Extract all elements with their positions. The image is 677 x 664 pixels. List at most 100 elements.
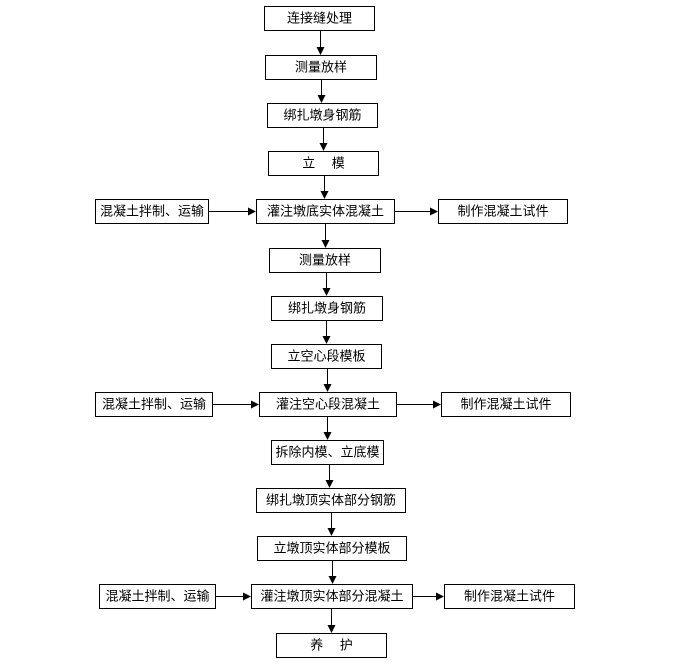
process-box: 测量放样 [269,248,381,273]
process-box: 制作混凝土试件 [444,584,575,609]
process-box-label: 混凝土拌制、运输 [105,589,209,605]
arrow-head [321,240,330,248]
process-box: 灌注空心段混凝土 [259,392,397,417]
flow-arrow [327,608,336,633]
process-box-frame [438,199,568,224]
process-box-frame [268,151,379,176]
arrow-head [430,207,438,216]
flow-arrow [320,175,329,199]
arrow-head [322,288,331,296]
flow-arrow [322,320,331,344]
flow-arrow [317,79,326,103]
arrow-head [251,400,259,409]
arrow-head [327,625,336,633]
process-box-label: 灌注墩底实体混凝土 [267,204,384,220]
process-box-frame [269,248,381,273]
process-box: 混凝土拌制、运输 [95,392,213,417]
process-box: 制作混凝土试件 [441,392,571,417]
process-box-label: 制作混凝土试件 [464,589,555,605]
process-box-label: 养 护 [310,638,353,654]
process-box: 绑扎墩身钢筋 [271,296,383,321]
arrow-head [328,576,337,584]
process-box-label: 立 模 [302,157,345,172]
process-box-frame [276,633,387,658]
arrow-head [323,432,332,440]
process-box-label: 灌注墩顶实体部分混凝土 [260,589,403,605]
process-box-frame [441,392,571,417]
process-box: 立墩顶实体部分模板 [257,536,407,561]
arrow-head [320,191,329,199]
flow-arrow [325,464,334,488]
flowchart-links [208,30,444,633]
flow-arrow [323,416,332,440]
process-box-frame [256,488,406,513]
arrow-head [436,592,444,601]
arrow-head [319,143,328,151]
process-box-frame [271,344,382,369]
process-box: 立空心段模板 [271,344,382,369]
flow-arrow [321,223,330,248]
flow-arrow [319,127,328,151]
process-box: 混凝土拌制、运输 [95,199,209,224]
process-box-frame [95,392,213,417]
process-box: 养 护 [276,633,387,658]
process-box-label: 混凝土拌制、运输 [100,204,204,220]
process-box-frame [257,536,407,561]
flow-arrow [327,512,336,536]
process-box-frame [95,199,209,224]
process-box-label: 测量放样 [299,254,351,269]
process-box: 拆除内模、立底模 [271,440,384,465]
process-box-frame [256,199,395,224]
process-box: 灌注墩底实体混凝土 [256,199,395,224]
arrow-head [323,384,332,392]
arrow-head [433,400,441,409]
process-box: 绑扎墩顶实体部分钢筋 [256,488,406,513]
process-box: 连接缝处理 [264,6,375,31]
flow-arrow [394,207,438,216]
process-box-frame [99,584,216,609]
flow-arrow [208,207,256,216]
process-box-label: 立空心段模板 [287,350,365,365]
process-box-label: 绑扎墩顶实体部分钢筋 [266,493,396,509]
process-box-label: 测量放样 [295,61,347,76]
process-box: 绑扎墩身钢筋 [267,103,378,128]
process-box: 灌注墩顶实体部分混凝土 [251,584,413,609]
process-box: 测量放样 [265,55,377,80]
process-box-frame [271,440,384,465]
process-box-label: 立墩顶实体部分模板 [273,542,390,557]
process-box-frame [264,6,375,31]
process-box-frame [259,392,397,417]
arrow-head [325,480,334,488]
flow-arrow [328,560,337,584]
flow-arrow [316,30,325,55]
flow-arrow [212,400,259,409]
process-box: 立 模 [268,151,379,176]
arrow-head [316,47,325,55]
flow-arrow [396,400,441,409]
process-box: 制作混凝土试件 [438,199,568,224]
process-box-label: 混凝土拌制、运输 [102,397,206,413]
flow-arrow [412,592,444,601]
flow-arrow [323,368,332,392]
process-box-frame [265,55,377,80]
process-box-label: 连接缝处理 [287,11,352,27]
arrow-head [327,528,336,536]
process-box-label: 绑扎墩身钢筋 [283,108,361,124]
process-box: 混凝土拌制、运输 [99,584,216,609]
process-box-label: 制作混凝土试件 [460,397,551,413]
flow-arrow [322,272,331,296]
flowchart-boxes: 连接缝处理测量放样绑扎墩身钢筋立 模灌注墩底实体混凝土混凝土拌制、运输制作混凝土… [95,6,575,658]
process-box-frame [251,584,413,609]
arrow-head [243,592,251,601]
arrow-head [317,95,326,103]
process-box-frame [267,103,378,128]
arrow-head [322,336,331,344]
process-box-label: 拆除内模、立底模 [275,445,379,461]
arrow-head [248,207,256,216]
process-box-label: 制作混凝土试件 [457,204,548,220]
process-box-frame [271,296,383,321]
process-box-label: 绑扎墩身钢筋 [288,301,366,317]
process-box-label: 灌注空心段混凝土 [276,397,380,413]
process-box-frame [444,584,575,609]
